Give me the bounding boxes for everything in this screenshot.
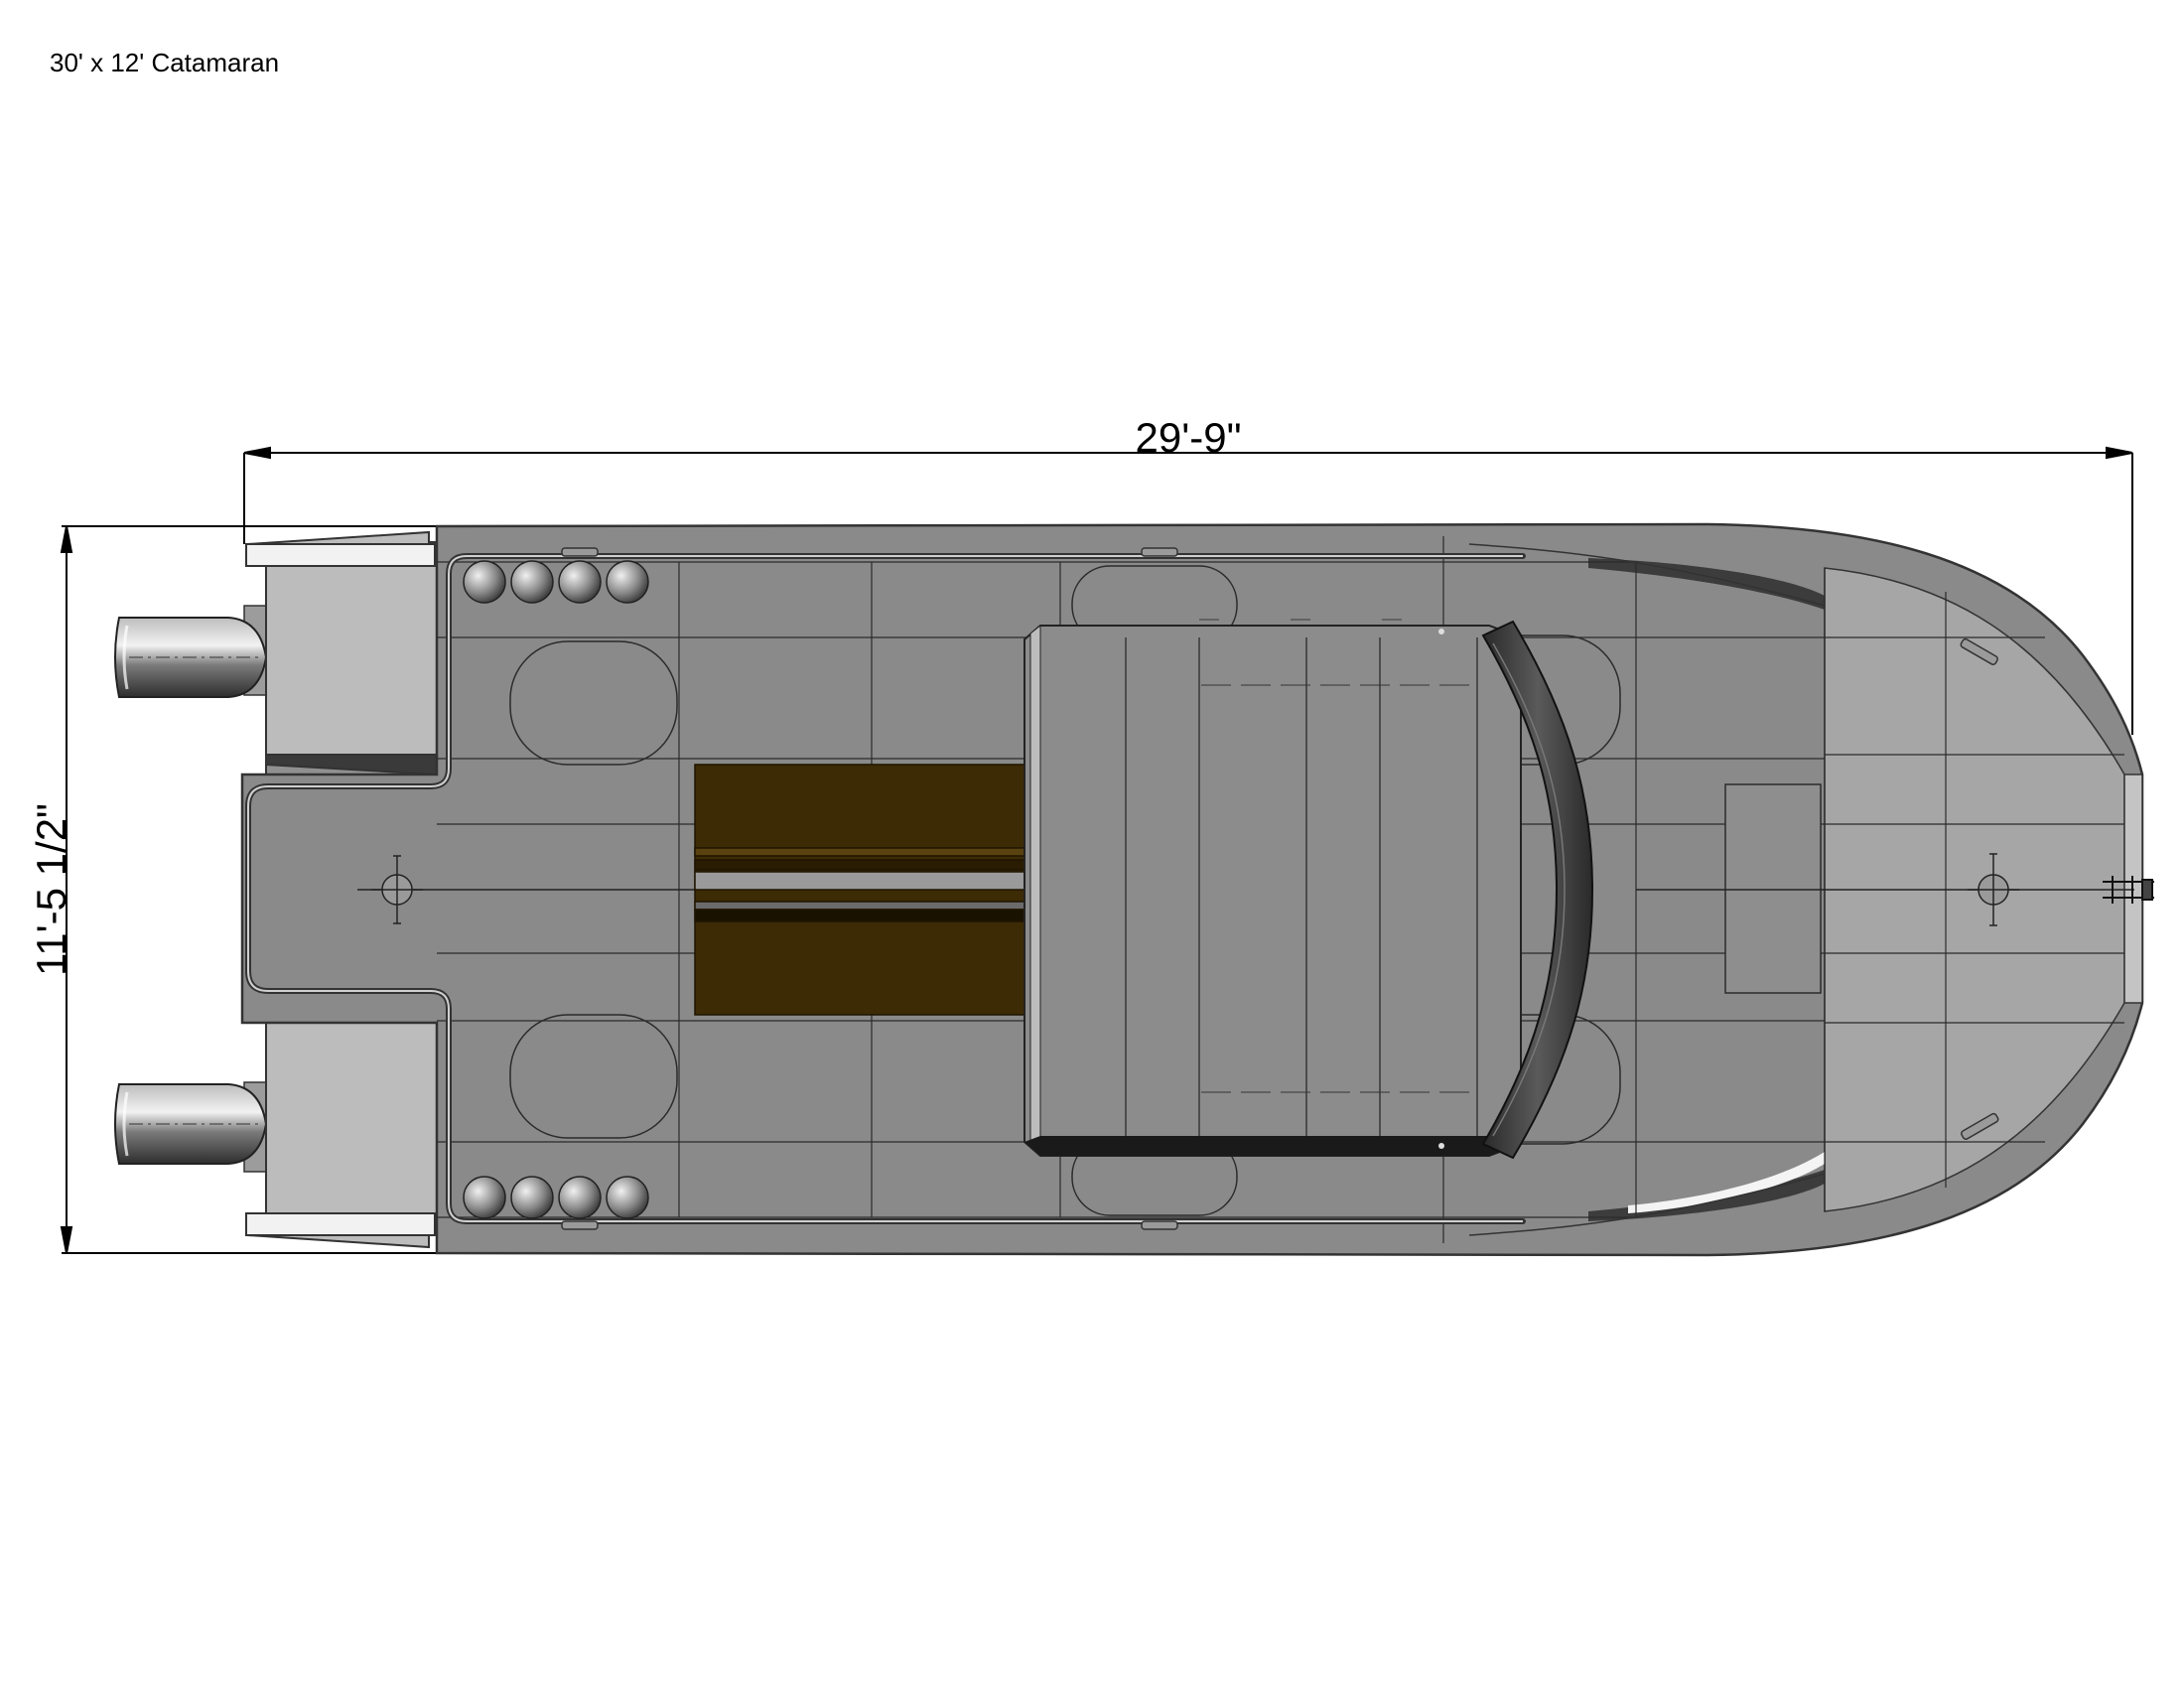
fender-balls-port (463, 560, 649, 604)
hardtop (1024, 619, 1522, 1158)
bow-roller (2103, 876, 2154, 904)
wood-deck-hatch (694, 764, 1031, 1016)
outboard-engine-starboard (114, 1081, 271, 1173)
windshield (1481, 620, 1594, 1160)
fender-balls-starboard (463, 1176, 649, 1219)
page-title: 30' x 12' Catamaran (50, 48, 280, 77)
length-dimension-label: 29'-9" (1136, 414, 1242, 461)
beam-dimension-label: 11'-5 1/2" (28, 803, 74, 976)
outboard-engine-port (114, 605, 271, 698)
bow-fitting (1636, 853, 2134, 926)
length-dimension (243, 446, 2133, 735)
beam-dimension (60, 525, 437, 1254)
deck-hatches (509, 565, 1822, 1216)
cleats (561, 547, 1999, 1230)
